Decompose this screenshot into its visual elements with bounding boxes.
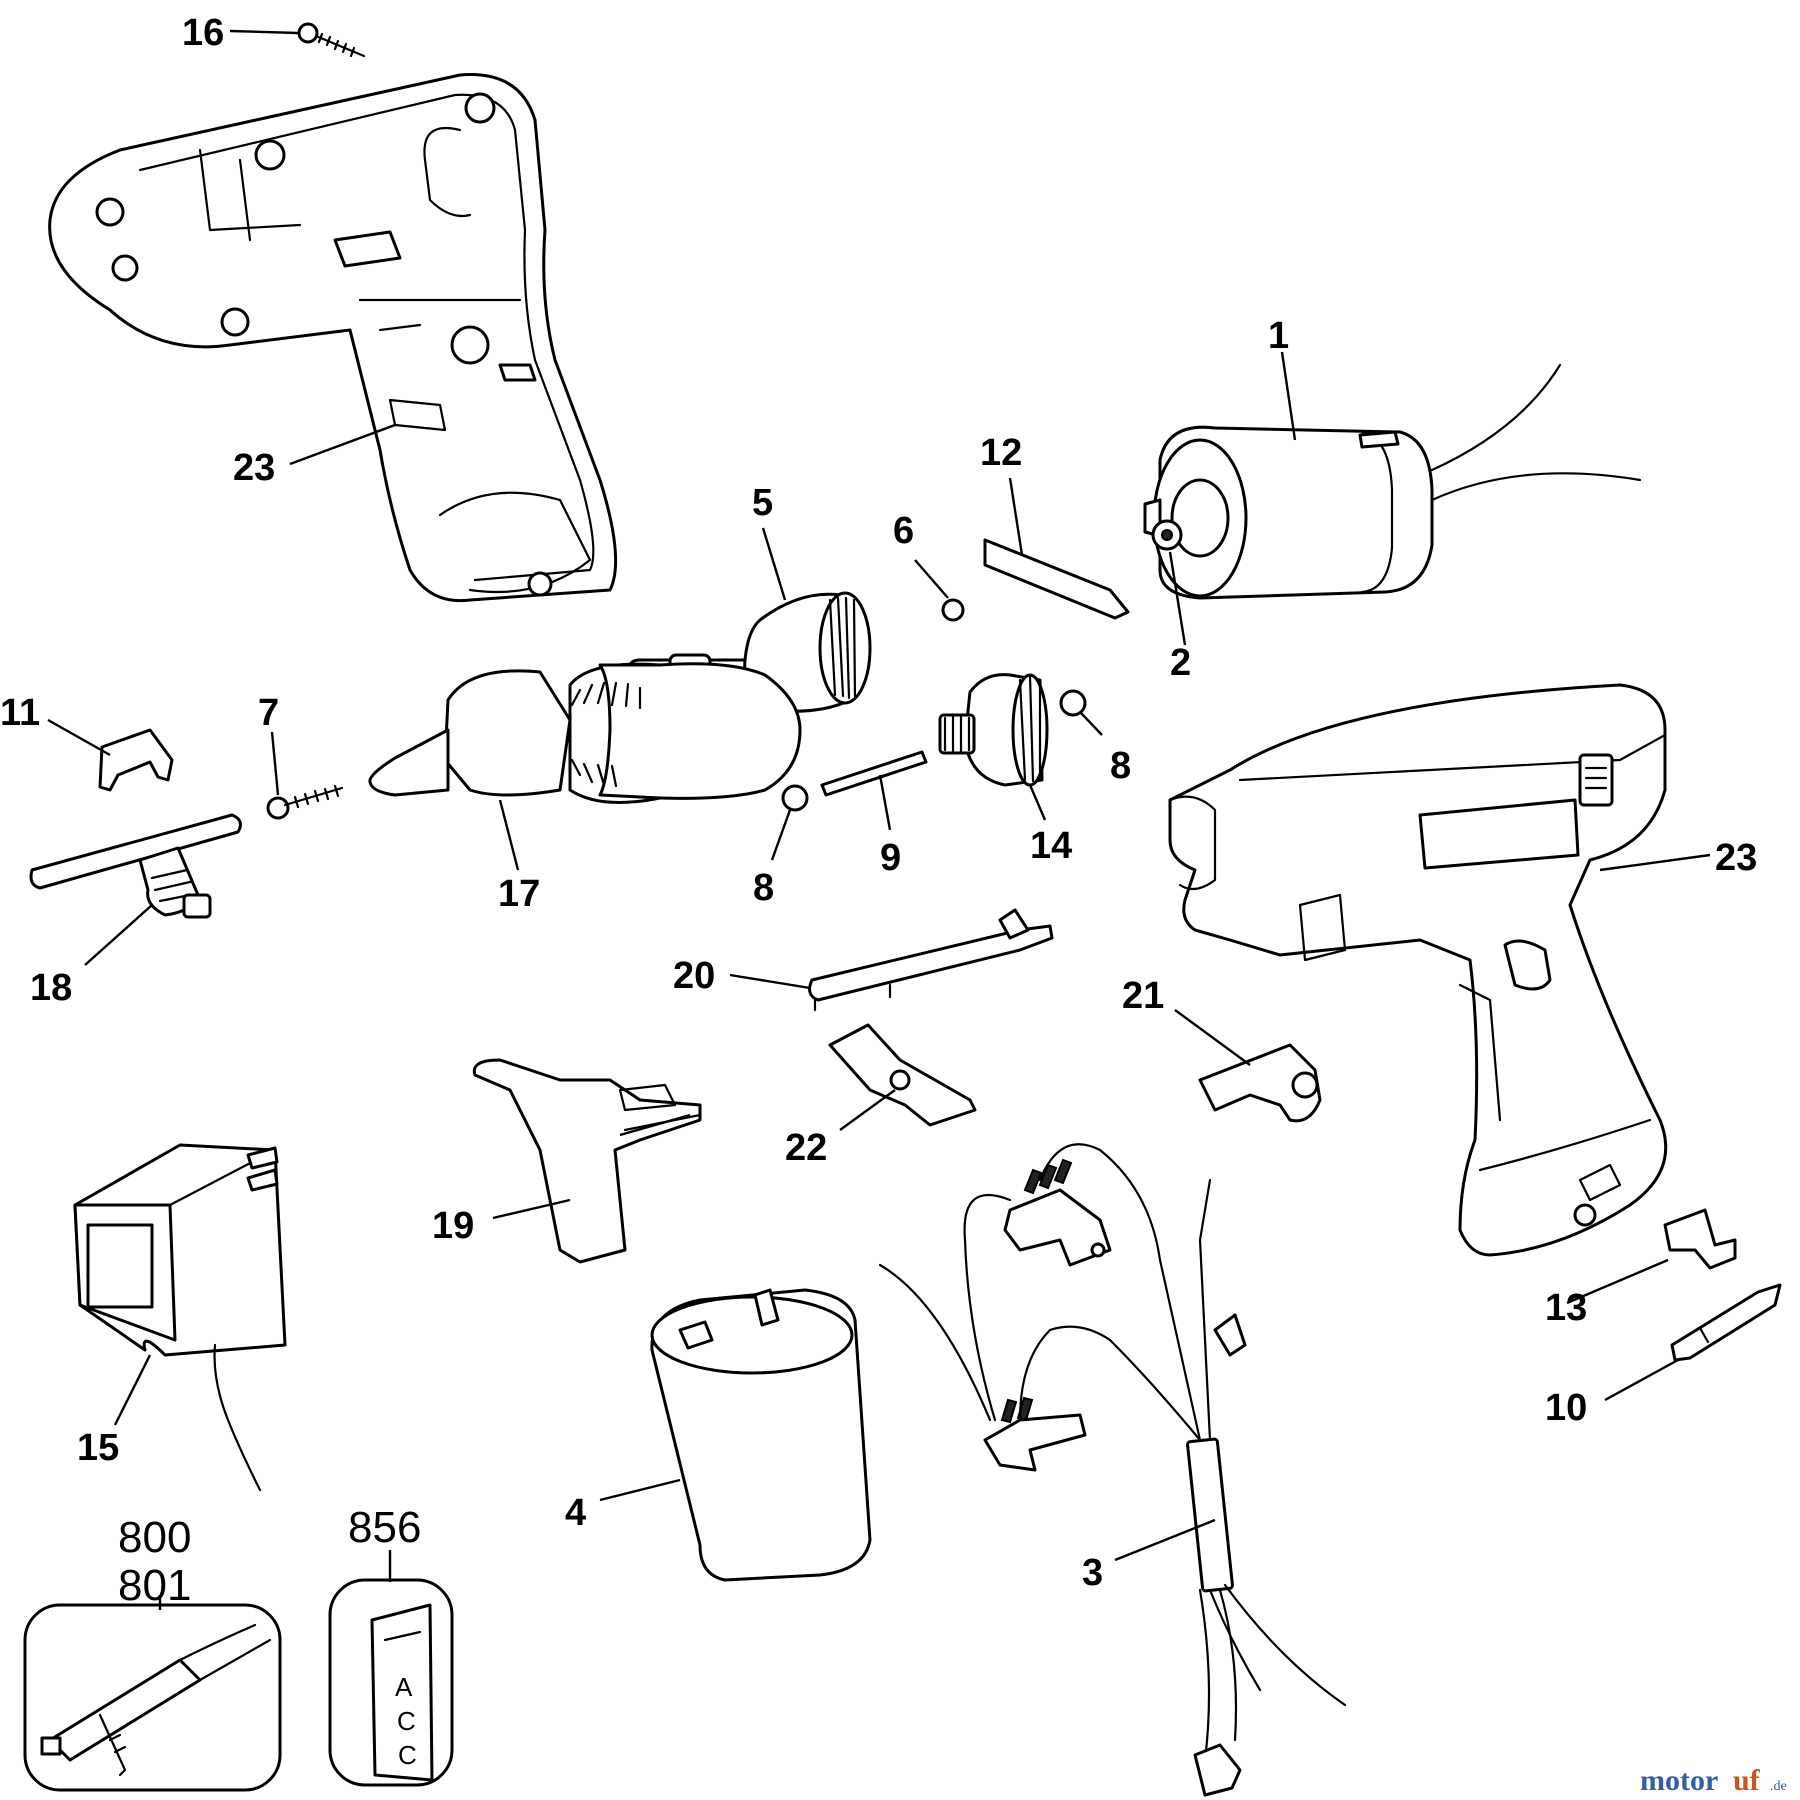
accessory-box-856: A C C: [328, 1578, 454, 1787]
callout-8-right: 8: [1110, 745, 1131, 787]
callout-2: 2: [1170, 642, 1191, 684]
part-18-chuck-key: [29, 813, 242, 919]
part-17-chuck: [368, 662, 802, 804]
callout-3: 3: [1082, 1552, 1103, 1594]
callout-23-left: 23: [233, 447, 275, 489]
part-23-housing-left: [48, 73, 618, 603]
part-16-screw: [297, 22, 366, 58]
part-4-battery: [650, 1288, 872, 1582]
callout-10: 10: [1545, 1387, 1587, 1429]
leader-lines: [47, 29, 1711, 1610]
part-7-screw: [266, 784, 344, 820]
part-2-pinion: [1151, 519, 1183, 551]
callout-11: 11: [0, 692, 40, 734]
callout-9: 9: [880, 837, 901, 879]
part-9-pin: [820, 750, 928, 797]
part-21-bracket: [1198, 1043, 1322, 1123]
callout-15: 15: [77, 1427, 119, 1469]
part-20-lever: [808, 908, 1054, 1012]
callout-800: 800: [118, 1513, 191, 1562]
callout-23-right: 23: [1715, 837, 1757, 879]
callout-6: 6: [893, 510, 914, 552]
accessory-tag-c2: C: [398, 1740, 417, 1770]
part-13-clip: [1663, 1208, 1737, 1270]
callout-12: 12: [980, 432, 1022, 474]
callout-5: 5: [752, 482, 773, 524]
part-14-gear: [938, 673, 1049, 787]
callout-7: 7: [258, 692, 279, 734]
part-15-charger: [73, 1143, 287, 1492]
callout-16: 16: [182, 12, 224, 54]
watermark-part-b: uf: [1733, 1764, 1761, 1797]
callout-1: 1: [1268, 315, 1289, 357]
callout-21: 21: [1122, 975, 1164, 1017]
callout-22: 22: [785, 1127, 827, 1169]
callout-856: 856: [348, 1503, 421, 1552]
watermark-part-a: motor: [1640, 1764, 1718, 1797]
part-3-wire-harness: [878, 1143, 1347, 1797]
callout-numbers: 16 23 1 2 12 5 6 11 7 17 18 8 8 9 14 23 …: [0, 12, 1757, 1610]
part-6-ball: [941, 598, 965, 622]
part-10-bit: [1670, 1283, 1782, 1362]
callout-4: 4: [565, 1492, 586, 1534]
callout-8-left: 8: [753, 867, 774, 909]
callout-19: 19: [432, 1205, 474, 1247]
accessory-box-800-801: [23, 1603, 282, 1792]
callout-13: 13: [1545, 1287, 1587, 1329]
part-11-clip: [98, 728, 174, 792]
part-8-ball-upper: [1059, 689, 1087, 717]
callout-20: 20: [673, 955, 715, 997]
accessory-tag-c1: C: [397, 1706, 416, 1736]
callout-801: 801: [118, 1561, 191, 1610]
accessory-tag-a: A: [395, 1672, 413, 1702]
callout-14: 14: [1030, 825, 1072, 867]
part-1-motor: [1143, 363, 1642, 600]
part-23-housing-right: [1168, 683, 1668, 1257]
part-19-trigger: [472, 1058, 702, 1264]
watermark-logo: motor uf .de: [1640, 1764, 1787, 1797]
watermark-suffix: .de: [1770, 1779, 1787, 1794]
part-12-shim: [983, 538, 1130, 620]
callout-17: 17: [498, 873, 540, 915]
callout-18: 18: [30, 967, 72, 1009]
part-8-ball-lower: [781, 784, 809, 812]
part-22-switch-slider: [828, 1023, 977, 1127]
